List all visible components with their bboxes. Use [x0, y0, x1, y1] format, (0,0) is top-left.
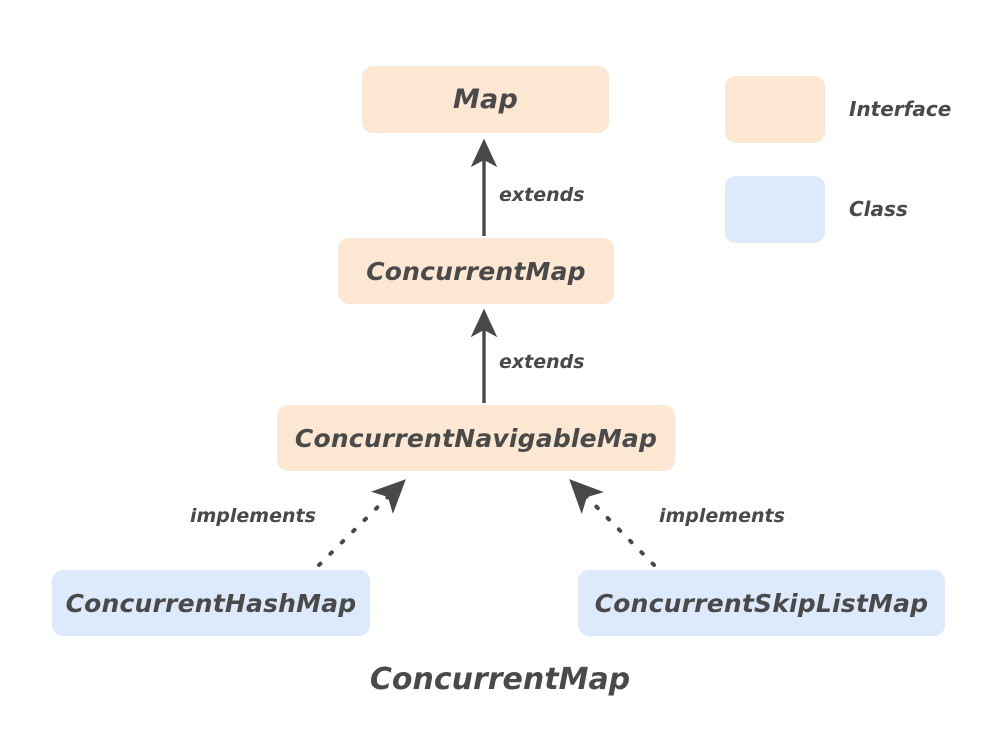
node-concurrent-skip-list-map[interactable]: ConcurrentSkipListMap: [578, 570, 945, 636]
node-concurrent-map-label: ConcurrentMap: [366, 256, 586, 286]
node-concurrent-navigable-map-label: ConcurrentNavigableMap: [294, 423, 658, 453]
node-concurrent-skip-list-map-label: ConcurrentSkipListMap: [594, 588, 929, 618]
legend-label-class: Class: [849, 197, 908, 221]
diagram-caption: ConcurrentMap: [369, 662, 631, 697]
edge-label-extends-map: extends: [499, 184, 585, 206]
legend-label-interface: Interface: [849, 97, 952, 121]
edge-implements-hash: [317, 479, 406, 567]
node-map-label: Map: [452, 84, 518, 115]
node-concurrent-map[interactable]: ConcurrentMap: [338, 238, 614, 304]
edge-label-implements-hash: implements: [190, 505, 316, 527]
edge-label-extends-concurrent-map: extends: [499, 351, 585, 373]
edge-implements-skiplist: [569, 479, 656, 567]
node-concurrent-hash-map[interactable]: ConcurrentHashMap: [52, 570, 370, 636]
node-concurrent-hash-map-label: ConcurrentHashMap: [65, 588, 357, 618]
node-map[interactable]: Map: [362, 66, 609, 133]
edge-label-implements-skiplist: implements: [659, 505, 785, 527]
legend-swatch-class: [725, 176, 825, 243]
node-concurrent-navigable-map[interactable]: ConcurrentNavigableMap: [277, 405, 675, 471]
legend-swatch-interface: [725, 76, 825, 143]
